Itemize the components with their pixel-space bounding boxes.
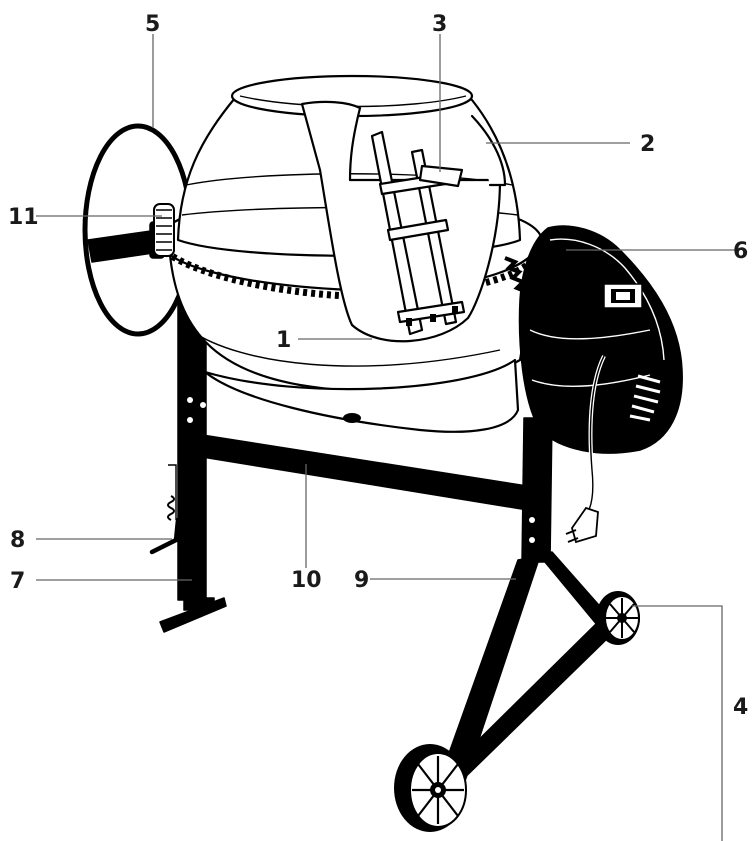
callout-3: 3 [432,12,447,37]
motor-housing [518,225,683,544]
drum-gear-left [153,203,175,257]
callout-labels: 1 2 3 4 5 6 7 8 9 10 11 [8,12,748,720]
callout-7: 7 [10,569,25,594]
leader-lines [36,34,735,841]
wheel-lower [394,744,467,832]
tilt-lock-spring [149,464,181,555]
callout-5: 5 [145,12,160,37]
callout-1: 1 [276,328,291,353]
callout-10: 10 [291,568,322,593]
callout-11: 11 [8,205,39,230]
callout-9: 9 [354,568,369,593]
wheel-upper [596,591,640,645]
leader-4 [632,605,723,841]
stand-cross-bar [195,433,541,513]
stand-leg-right [437,417,615,791]
callout-8: 8 [10,528,25,553]
callout-4: 4 [733,695,748,720]
callout-6: 6 [733,239,748,264]
mixing-blade-assembly [300,100,507,343]
callout-2: 2 [640,132,655,157]
